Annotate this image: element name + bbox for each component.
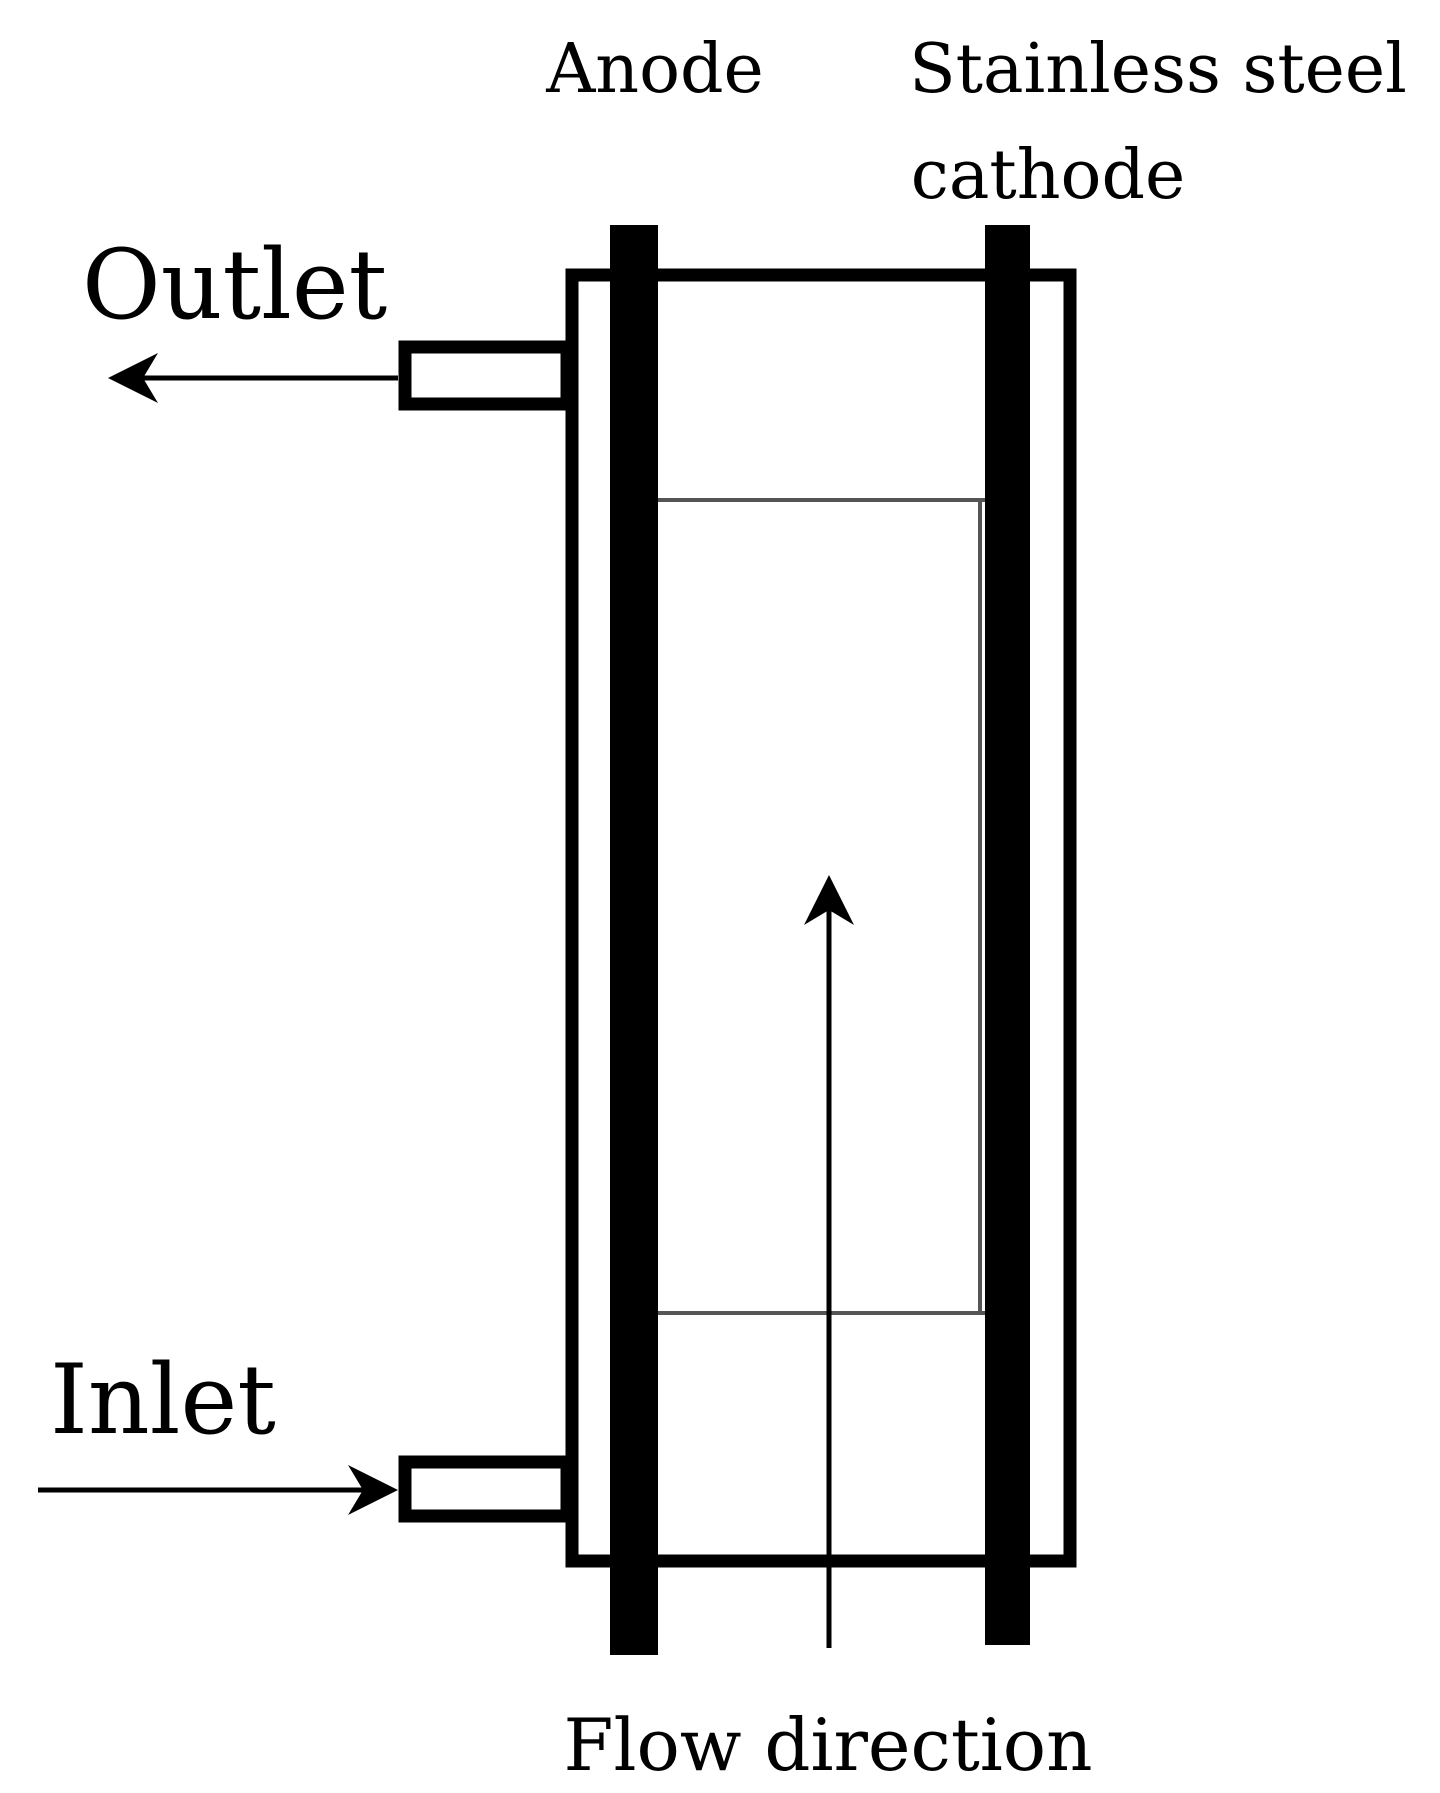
inlet-port xyxy=(398,1455,574,1523)
anode-plate xyxy=(610,225,658,1655)
cathode-label-line1: Stainless steel xyxy=(909,30,1407,109)
cathode-plate xyxy=(985,225,1030,1645)
inlet-label: Inlet xyxy=(50,1344,276,1456)
anode-label: Anode xyxy=(545,30,764,109)
flow-direction-label: Flow direction xyxy=(564,1703,1093,1787)
cathode-label-line2: cathode xyxy=(911,136,1185,215)
outlet-label: Outlet xyxy=(82,229,387,341)
outlet-port xyxy=(398,340,574,411)
cell-outer-body xyxy=(565,268,1077,1568)
